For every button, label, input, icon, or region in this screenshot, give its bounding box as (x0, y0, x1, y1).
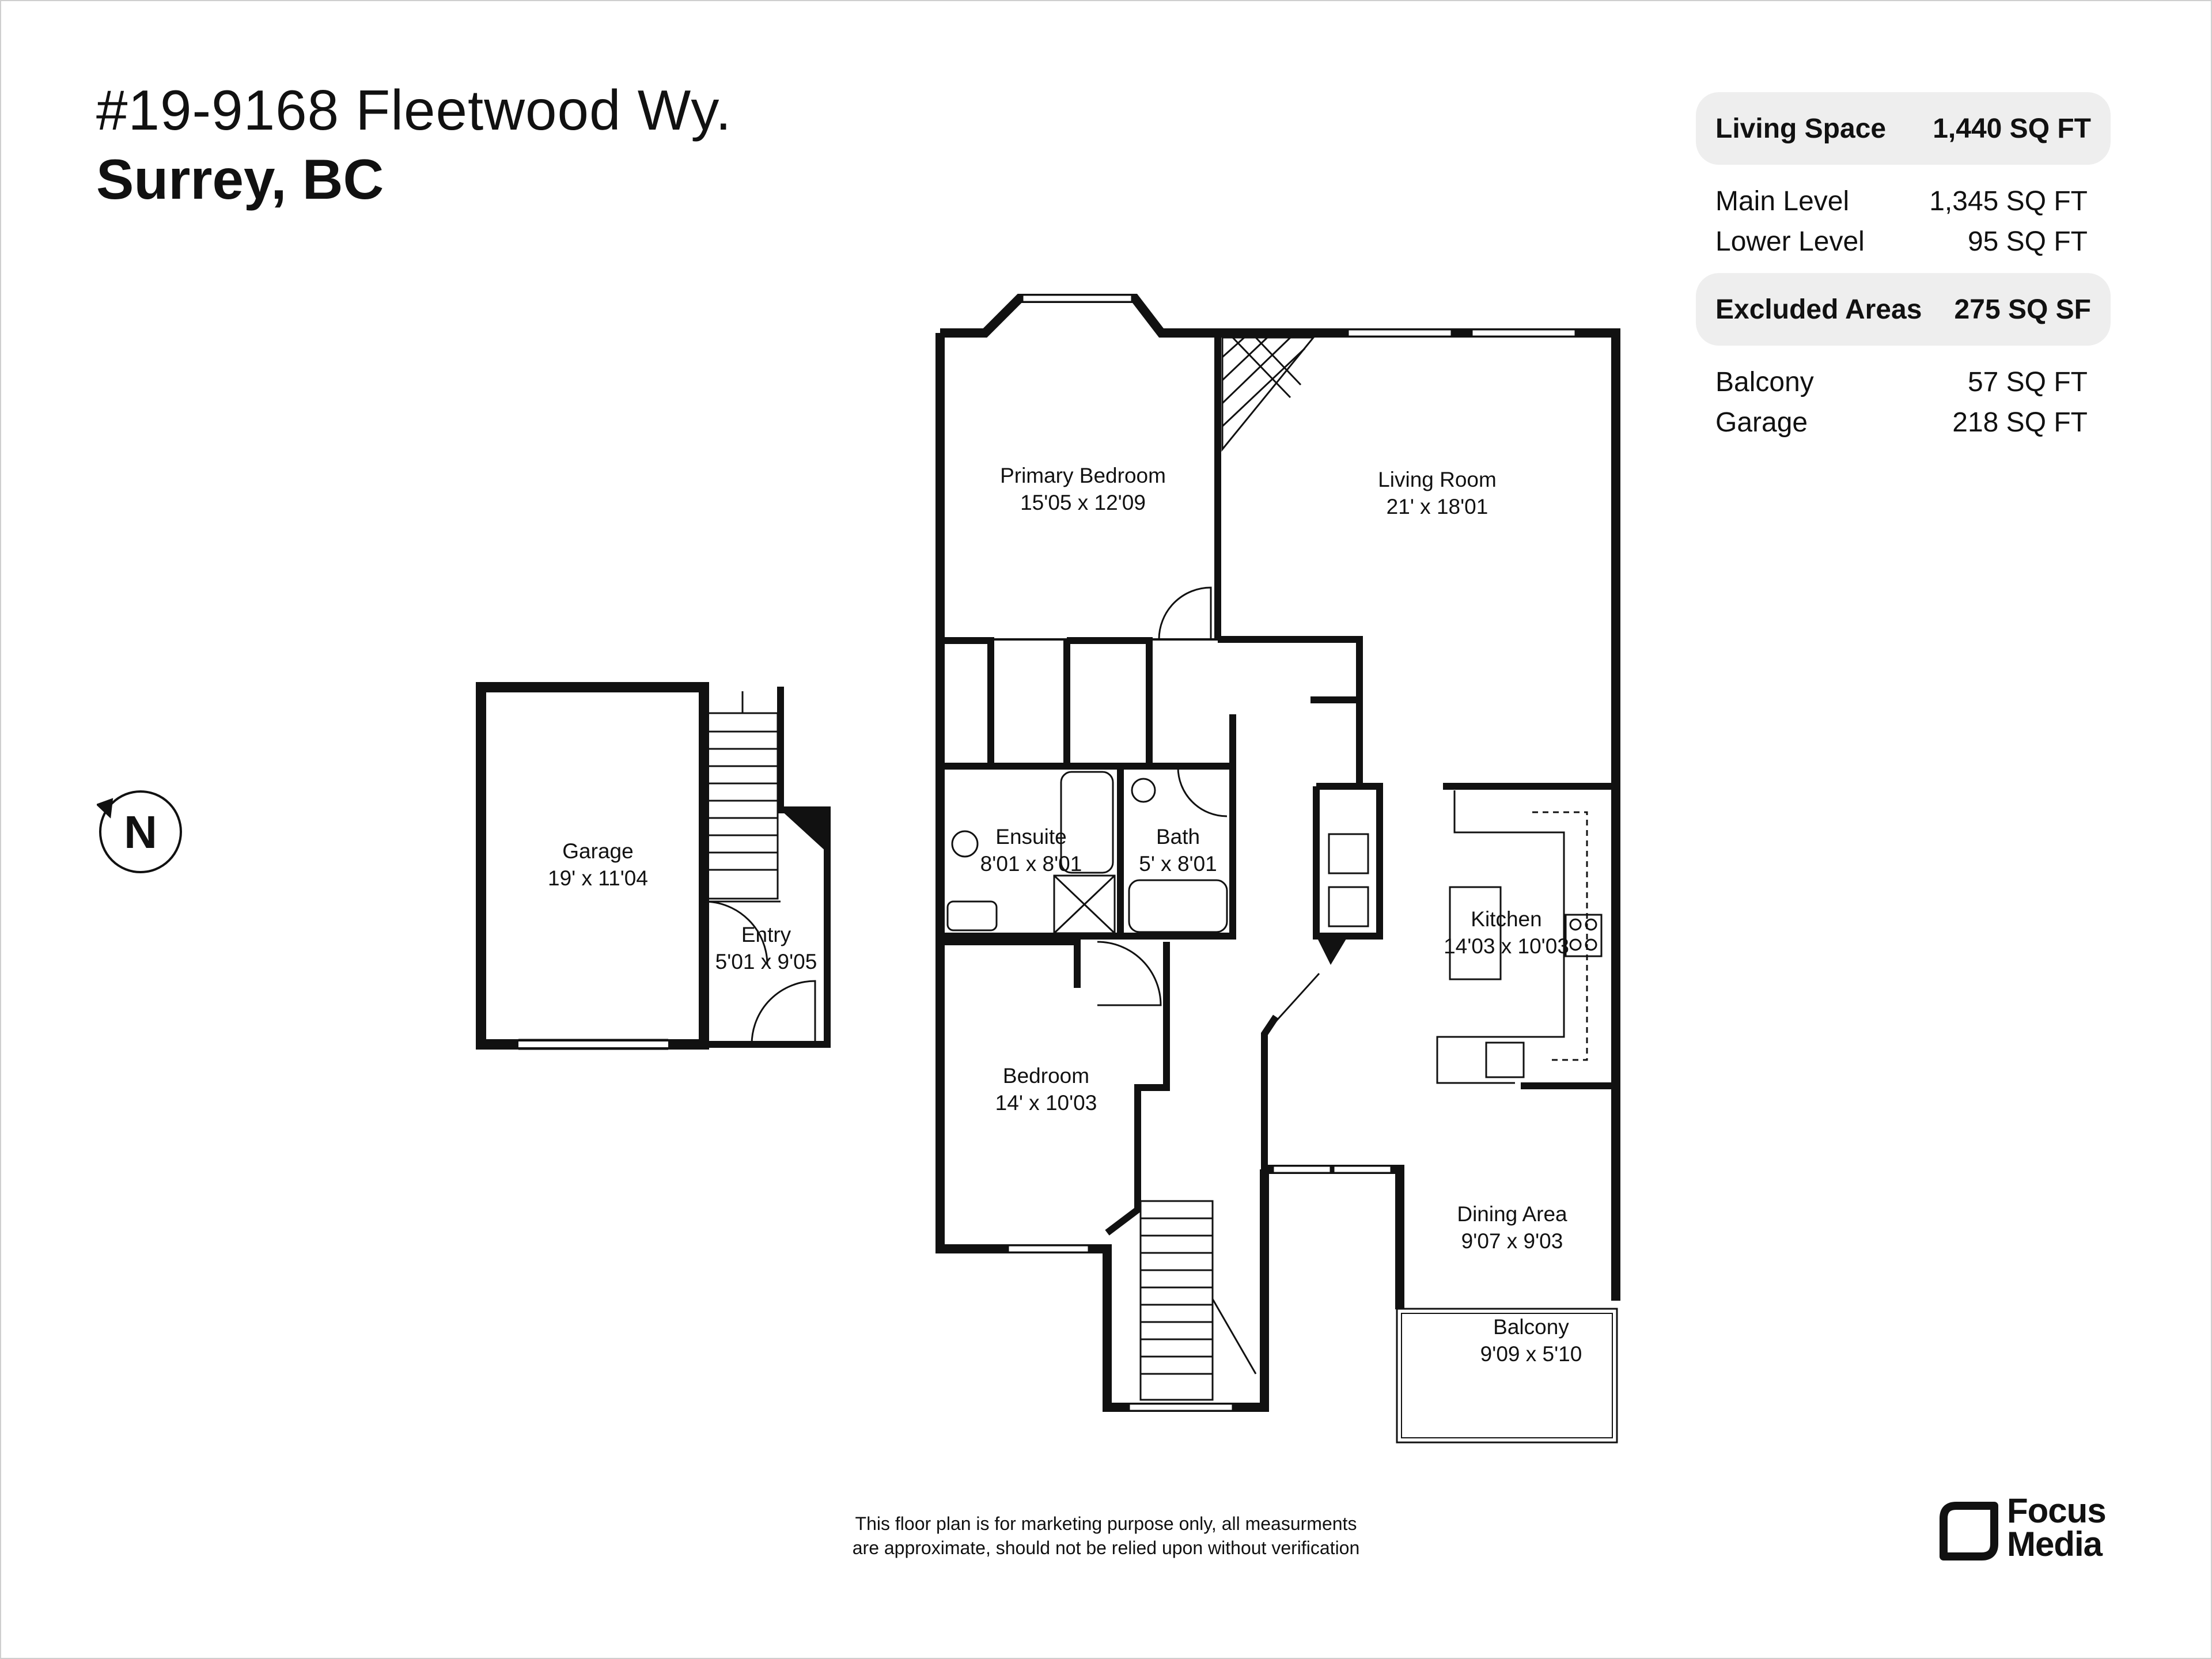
entry-stairs (706, 691, 779, 900)
fireplace-icon (1221, 336, 1316, 452)
level-label: Lower Level (1715, 226, 1865, 257)
living-space-label: Living Space (1715, 113, 1887, 144)
excluded-areas-value: 275 SQ SF (1954, 294, 2091, 325)
disclaimer: This floor plan is for marketing purpose… (749, 1512, 1463, 1560)
area-summary-panel: Living Space 1,440 SQ FT Main Level 1,34… (1696, 92, 2111, 442)
room-size: 21' x 18'01 (1387, 495, 1488, 518)
room-name: Entry (741, 923, 791, 946)
brand-logo: Focus Media (1939, 1494, 2123, 1569)
level-row-main: Main Level 1,345 SQ FT (1696, 181, 2111, 221)
living-space-value: 1,440 SQ FT (1933, 113, 2091, 144)
excluded-areas-label: Excluded Areas (1715, 294, 1922, 325)
level-row-lower: Lower Level 95 SQ FT (1696, 221, 2111, 262)
excluded-label: Balcony (1715, 366, 1814, 397)
brand-line: Media (2007, 1525, 2103, 1563)
disclaimer-line: are approximate, should not be relied up… (852, 1537, 1360, 1558)
room-name: Living Room (1378, 468, 1497, 491)
room-name: Primary Bedroom (1000, 464, 1166, 487)
excluded-row-balcony: Balcony 57 SQ FT (1696, 362, 2111, 402)
room-size: 9'09 x 5'10 (1480, 1342, 1582, 1366)
room-name: Kitchen (1471, 907, 1541, 931)
fixtures (946, 771, 1603, 1084)
level-value: 95 SQ FT (1967, 226, 2088, 257)
level-label: Main Level (1715, 185, 1850, 217)
excluded-value: 218 SQ FT (1952, 407, 2088, 438)
main-stairs (1139, 1200, 1257, 1401)
room-labels: Primary Bedroom 15'05 x 12'09 Living Roo… (548, 464, 1582, 1366)
room-name: Bath (1156, 825, 1200, 849)
north-compass-icon: N (97, 790, 182, 873)
focus-media-logo-icon (1940, 1502, 1998, 1560)
room-name: Ensuite (995, 825, 1066, 849)
property-address: #19-9168 Fleetwood Wy. (96, 78, 732, 142)
room-name: Balcony (1493, 1315, 1569, 1339)
room-size: 5'01 x 9'05 (715, 950, 817, 974)
room-size: 5' x 8'01 (1139, 852, 1217, 876)
room-size: 15'05 x 12'09 (1020, 491, 1146, 514)
excluded-value: 57 SQ FT (1967, 366, 2088, 397)
level-value: 1,345 SQ FT (1929, 185, 2088, 217)
excluded-rows: Balcony 57 SQ FT Garage 218 SQ FT (1696, 362, 2111, 442)
excluded-row-garage: Garage 218 SQ FT (1696, 402, 2111, 442)
entry-walls (704, 687, 831, 1048)
excluded-label: Garage (1715, 407, 1808, 438)
room-size: 14' x 10'03 (995, 1091, 1097, 1115)
level-rows: Main Level 1,345 SQ FT Lower Level 95 SQ… (1696, 181, 2111, 262)
garage-walls (476, 682, 709, 1050)
living-space-pill: Living Space 1,440 SQ FT (1696, 92, 2111, 165)
windows (1007, 294, 1577, 1412)
room-name: Bedroom (1003, 1064, 1089, 1088)
brand-line: Focus (2007, 1491, 2107, 1530)
room-size: 19' x 11'04 (548, 866, 648, 890)
room-name: Dining Area (1457, 1202, 1567, 1226)
property-city: Surrey, BC (96, 147, 384, 211)
brand-name: Focus Media (2007, 1491, 2107, 1563)
room-size: 9'07 x 9'03 (1461, 1229, 1563, 1253)
room-name: Garage (562, 839, 633, 863)
disclaimer-line: This floor plan is for marketing purpose… (855, 1513, 1357, 1534)
doors (1097, 586, 1320, 1035)
balcony-outline (1396, 1308, 1618, 1444)
room-size: 14'03 x 10'03 (1444, 934, 1569, 958)
room-size: 8'01 x 8'01 (980, 852, 1082, 876)
excluded-areas-pill: Excluded Areas 275 SQ SF (1696, 273, 2111, 346)
compass-letter: N (124, 806, 157, 858)
main-outer-wall (940, 294, 1620, 1301)
